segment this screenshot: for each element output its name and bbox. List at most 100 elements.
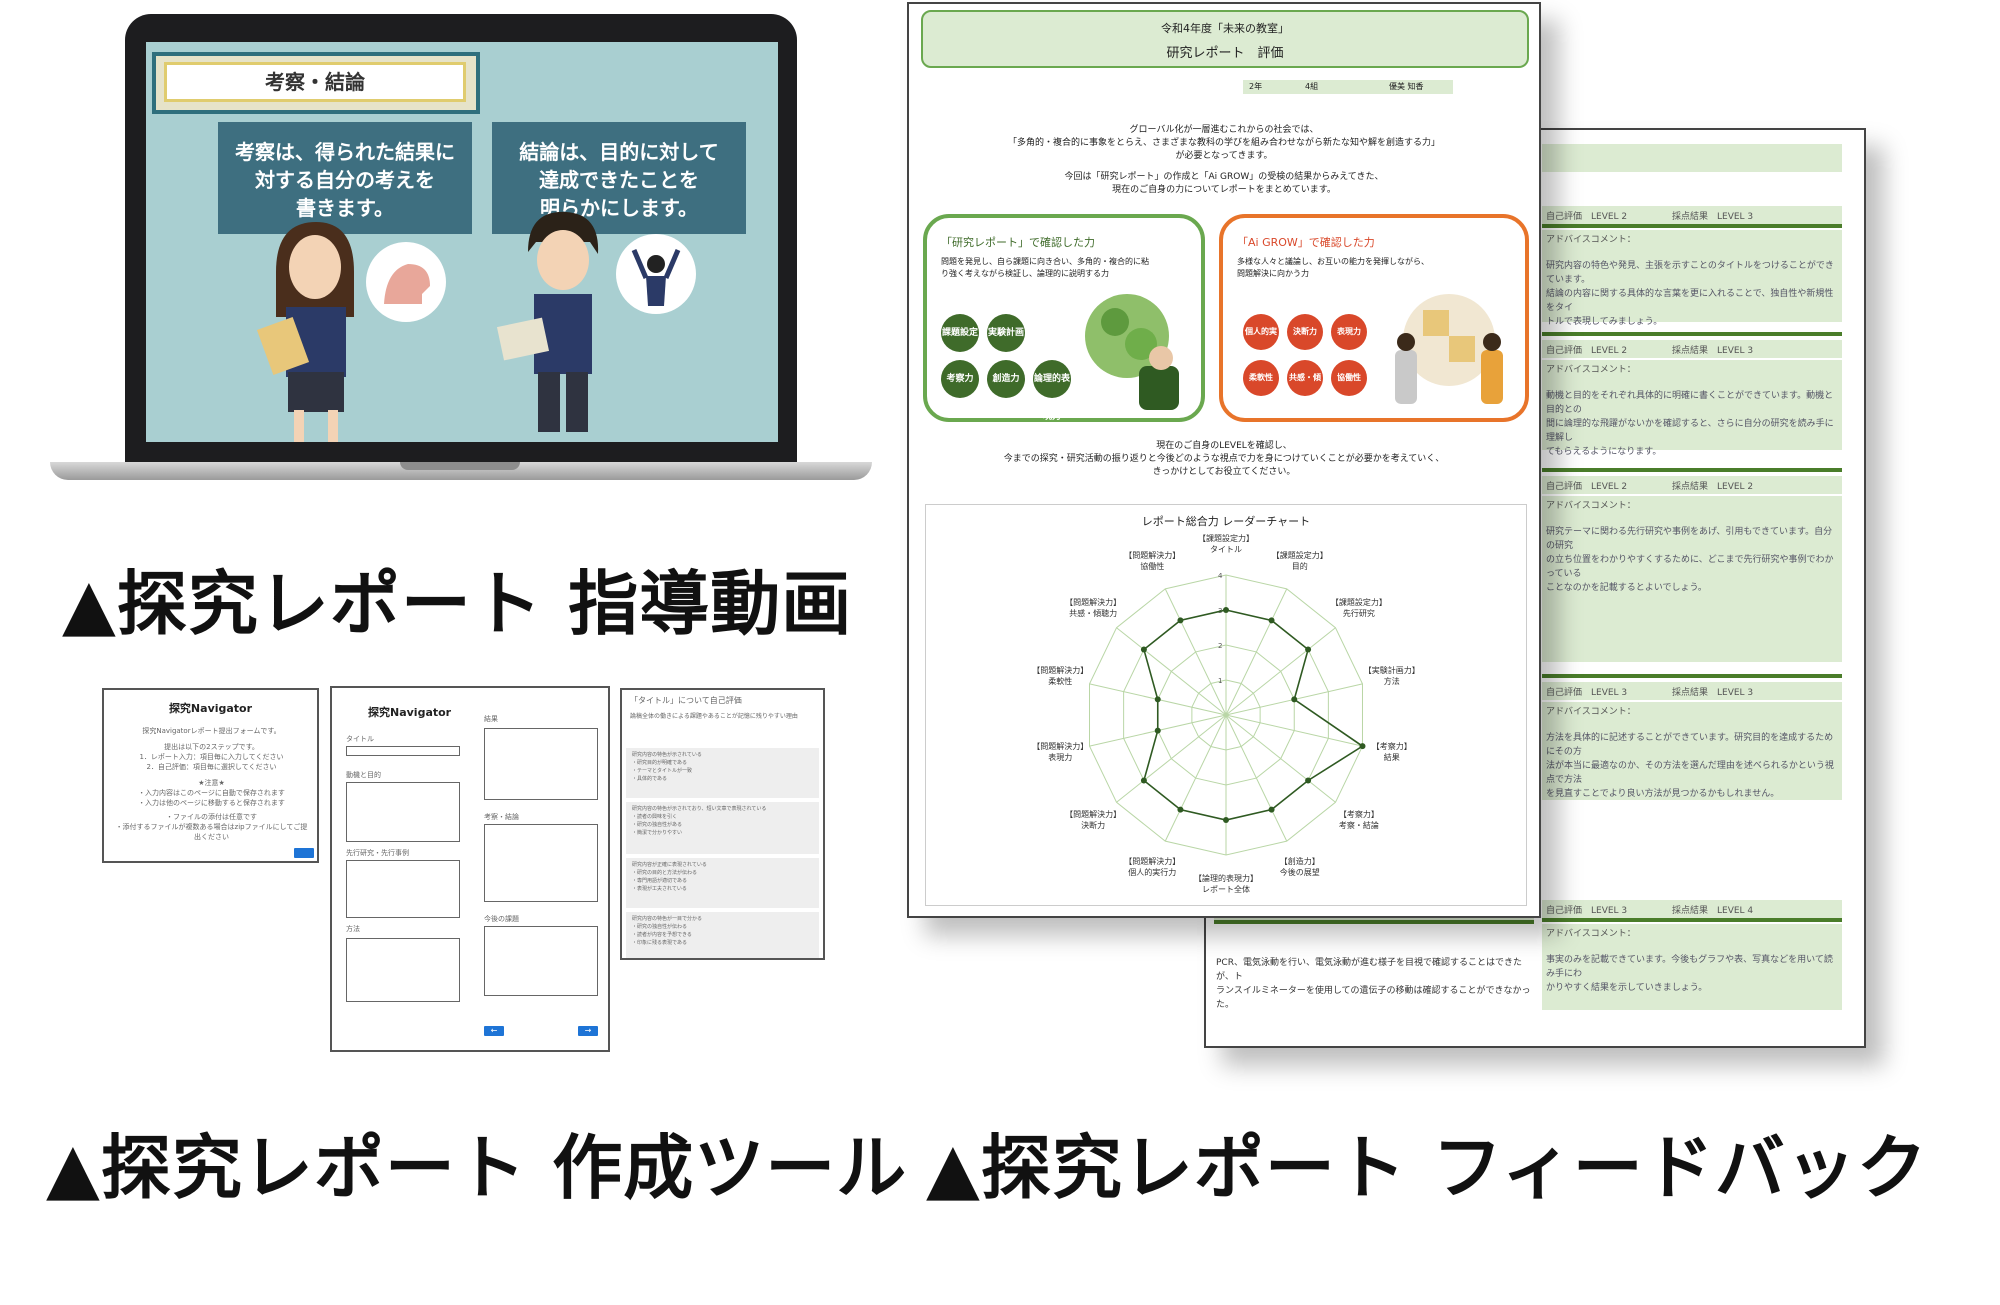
laptop-notch: [400, 462, 520, 470]
radar-data-point: [1359, 743, 1366, 750]
self-eval-option-3[interactable]: 研究内容が正確に表現されている・研究の目的と方法が伝わる・専門用語が適切である・…: [626, 858, 819, 908]
puzzle-team-illustration: [1395, 294, 1503, 404]
self-eval-subtitle: 論稿全体の働きによる課題やあることが記憶に残りやすい理由: [630, 713, 798, 720]
skill-circle-1: 課題設定力: [941, 314, 979, 376]
label-motive: 動機と目的: [346, 771, 381, 779]
radar-axis-label: 先行研究: [1343, 608, 1375, 618]
radar-axis-label: 【実験計画力】: [1364, 665, 1420, 675]
radar-axis-label: 方法: [1384, 676, 1400, 686]
discussion-textarea[interactable]: [484, 824, 598, 902]
radar-axis-label: 協働性: [1140, 561, 1164, 571]
caption-feedback: ▲探究レポート フィードバック: [926, 1127, 1928, 1209]
radar-axis-label: 柔軟性: [1048, 676, 1072, 686]
radar-data-point: [1223, 607, 1229, 613]
aigrow-circle-4: 柔軟性: [1243, 360, 1279, 396]
radar-axis-label: 【論理的表現力】: [1194, 873, 1258, 883]
feedback-header-band: [1542, 144, 1842, 172]
radar-axis-label: 【問題解決力】: [1065, 809, 1121, 819]
slide-title: 考察・結論: [164, 62, 466, 102]
radar-spoke: [1164, 714, 1227, 842]
self-eval-option-1[interactable]: 研究内容の特色が示されている・研究目的が明確である・テーマとタイトルが一致・具体…: [626, 748, 819, 798]
prev-button[interactable]: ←: [484, 1026, 504, 1036]
radar-tick-label: 2: [1218, 642, 1222, 650]
next-button[interactable]: →: [578, 1026, 598, 1036]
radar-spoke: [1164, 588, 1227, 716]
tool-doc-form-title: 探究Navigator: [368, 706, 452, 719]
female-student-illustration: [256, 222, 446, 442]
radar-series-line: [1142, 609, 1364, 821]
radar-chart-title: レポート総合力 レーダーチャート: [1141, 515, 1311, 528]
feedback-section-1: 自己評価 LEVEL 2 採点結果 LEVEL 3 アドバイスコメント： 研究内…: [1542, 206, 1842, 327]
male-student-illustration: [496, 211, 696, 432]
report-skill-box-title: 「研究レポート」で確認した力: [941, 236, 1095, 249]
radar-spoke: [1225, 588, 1288, 716]
radar-data-point: [1140, 777, 1147, 784]
skill-circle-2: 実験計画力: [987, 314, 1025, 376]
report-aigrow-box-text: 多様な人々と議論し、お互いの能力を発揮しながら、 問題解決に向かう力: [1237, 257, 1429, 278]
aigrow-circle-2: 決断力: [1287, 314, 1323, 350]
label-future: 今後の課題: [484, 915, 519, 923]
skill-circle-5: 論理的表現力: [1033, 360, 1071, 422]
radar-axis-label: 考察・結論: [1339, 820, 1379, 830]
radar-axis-label: 表現力: [1048, 752, 1072, 762]
radar-data-point: [1177, 806, 1184, 813]
radar-axis-label: レポート全体: [1202, 884, 1250, 894]
radar-axis-label: 【問題解決力】: [1032, 665, 1088, 675]
radar-data-point: [1291, 696, 1298, 703]
radar-chart: 【課題設定力】タイトル【課題設定力】目的【課題設定力】先行研究【実験計画力】方法…: [1032, 533, 1420, 894]
prior-research-textarea[interactable]: [346, 860, 460, 918]
self-eval-title: 「タイトル」について自己評価: [630, 696, 742, 705]
self-eval-option-4[interactable]: 研究内容の特色が一目で分かる・研究の独自性が伝わる・読者が内容を予想できる・印象…: [626, 912, 819, 958]
radar-spoke: [1116, 714, 1227, 803]
result-textarea[interactable]: [484, 728, 598, 800]
method-textarea[interactable]: [346, 938, 460, 1002]
radar-data-point: [1305, 646, 1312, 653]
motive-textarea[interactable]: [346, 782, 460, 842]
title-input[interactable]: [346, 746, 460, 756]
label-result: 結果: [484, 715, 498, 723]
tool-doc-intro: 探究Navigator 探究Navigatorレポート提出フォームです。 提出は…: [102, 688, 319, 863]
radar-data-point: [1268, 806, 1275, 813]
report-header-line2: 研究レポート 評価: [1166, 46, 1284, 61]
radar-axis-label: 目的: [1292, 561, 1308, 571]
radar-spoke: [1116, 627, 1227, 716]
report-skill-box-text: 問題を発見し、自ら課題に向き合い、多角的・複合的に粘 り強く考えながら検証し、論…: [941, 257, 1149, 278]
speech-bubble-left: 考察は、得られた結果に 対する自分の考えを 書きます。: [218, 122, 472, 234]
student-meta: 2年 4組 優美 知香: [1243, 80, 1453, 94]
report-header-line1: 令和4年度「未来の教室」: [1161, 22, 1289, 35]
report-skill-box: 「研究レポート」で確認した力 問題を発見し、自ら課題に向き合い、多角的・複合的に…: [923, 214, 1205, 422]
future-textarea[interactable]: [484, 926, 598, 996]
slide-title-frame: 考察・結論: [152, 52, 480, 114]
radar-axis-label: 個人的実行力: [1128, 867, 1176, 877]
radar-axis-label: 【課題設定力】: [1331, 597, 1387, 607]
radar-tick-label: 4: [1218, 572, 1223, 580]
report-aigrow-box-title: 「Ai GROW」で確認した力: [1237, 236, 1375, 249]
feedback-section-5: 自己評価 LEVEL 3 採点結果 LEVEL 4 アドバイスコメント： 事実の…: [1542, 900, 1842, 1016]
radar-axis-label: 【考察力】: [1372, 741, 1412, 751]
radar-spoke: [1225, 714, 1363, 747]
radar-axis-label: 【創造力】: [1280, 856, 1320, 866]
radar-axis-label: 【問題解決力】: [1124, 550, 1180, 560]
radar-axis-label: 決断力: [1081, 820, 1105, 830]
aigrow-circle-5: 共感・傾聴力: [1287, 360, 1323, 418]
radar-axis-label: 【問題解決力】: [1065, 597, 1121, 607]
tool-doc-self-eval: 「タイトル」について自己評価 論稿全体の働きによる課題やあることが記憶に残りやす…: [620, 688, 825, 960]
caption-tool: ▲探究レポート 作成ツール: [46, 1127, 908, 1209]
label-discussion: 考察・結論: [484, 813, 519, 821]
radar-tick-label: 1: [1218, 677, 1222, 685]
radar-data-point: [1268, 617, 1275, 624]
self-eval-option-2[interactable]: 研究内容の特色が示されており、短い文章で表現されている・読者の興味を引く・研究の…: [626, 802, 819, 854]
radar-spoke: [1225, 714, 1336, 803]
radar-chart-frame: レポート総合力 レーダーチャート 【課題設定力】タイトル【課題設定力】目的【課題…: [925, 504, 1527, 906]
aigrow-circle-1: 個人的実行力: [1243, 314, 1279, 372]
radar-axis-label: 結果: [1384, 752, 1400, 762]
result-text: PCR、電気泳動を行い、電気泳動が進む様子を目視で確認することはできたが、ト ラ…: [1216, 958, 1531, 1010]
radar-axis-label: 【問題解決力】: [1124, 856, 1180, 866]
start-button[interactable]: [294, 848, 314, 858]
speech-bubble-right: 結論は、目的に対して 達成できたことを 明らかにします。: [492, 122, 746, 234]
video-slide: 考察・結論 考察は、得られた結果に 対する自分の考えを 書きます。 結論は、目的…: [146, 42, 778, 442]
feedback-section-2: 自己評価 LEVEL 2 採点結果 LEVEL 3 アドバイスコメント： 動機と…: [1542, 332, 1842, 462]
radar-spoke: [1225, 714, 1288, 842]
radar-axis-label: 【考察力】: [1339, 809, 1379, 819]
radar-data-point: [1305, 777, 1312, 784]
